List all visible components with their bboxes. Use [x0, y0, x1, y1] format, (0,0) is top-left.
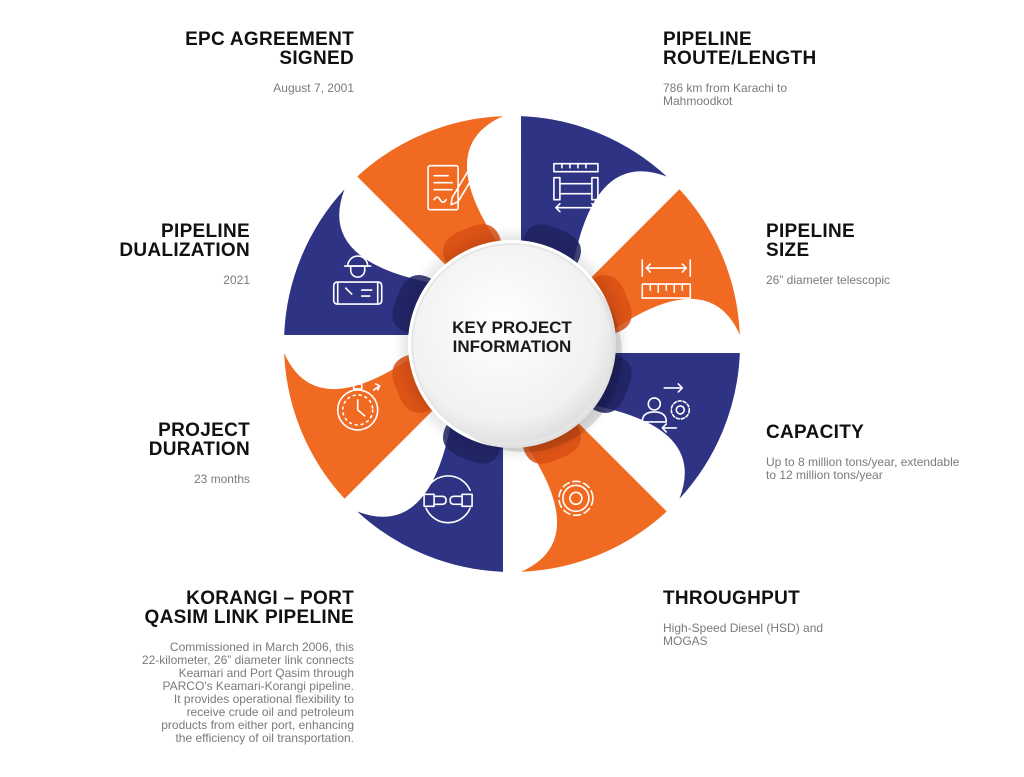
- info-title: KORANGI – PORT QASIM LINK PIPELINE: [144, 588, 354, 628]
- info-desc: August 7, 2001: [273, 81, 354, 95]
- info-title: PROJECT DURATION: [148, 420, 250, 460]
- info-desc: 26” diameter telescopic: [766, 273, 891, 287]
- info-desc: 23 months: [193, 472, 250, 486]
- info-desc: Up to 8 million tons/year, extendable to…: [766, 455, 960, 482]
- info-title: PIPELINE DUALIZATION: [119, 221, 250, 261]
- key-info-wheel: [284, 116, 740, 572]
- info-pipeline-route: PIPELINE ROUTE/LENGTH 786 km from Karach…: [663, 30, 983, 108]
- info-desc: High-Speed Diesel (HSD) and MOGAS: [663, 621, 824, 648]
- info-korangi-link: KORANGI – PORT QASIM LINK PIPELINE Commi…: [34, 589, 354, 745]
- info-capacity: CAPACITY Up to 8 million tons/year, exte…: [766, 423, 1016, 482]
- center-title: KEY PROJECT INFORMATION: [452, 318, 572, 356]
- info-epc-agreement: EPC AGREEMENT SIGNED August 7, 2001: [34, 30, 354, 95]
- info-title: CAPACITY: [766, 422, 865, 443]
- info-title: EPC AGREEMENT SIGNED: [185, 29, 354, 69]
- info-title: PIPELINE ROUTE/LENGTH: [663, 29, 817, 69]
- info-pipeline-dualization: PIPELINE DUALIZATION 2021: [10, 222, 250, 287]
- info-pipeline-size: PIPELINE SIZE 26” diameter telescopic: [766, 222, 1006, 287]
- info-desc: Commissioned in March 2006, this 22-kilo…: [141, 640, 354, 745]
- info-title: THROUGHPUT: [663, 588, 801, 609]
- center-hub: [411, 243, 622, 452]
- info-desc: 2021: [223, 273, 250, 287]
- info-project-duration: PROJECT DURATION 23 months: [10, 421, 250, 486]
- info-title: PIPELINE SIZE: [766, 221, 855, 261]
- info-desc: 786 km from Karachi to Mahmoodkot: [663, 81, 788, 108]
- info-throughput: THROUGHPUT High-Speed Diesel (HSD) and M…: [663, 589, 963, 648]
